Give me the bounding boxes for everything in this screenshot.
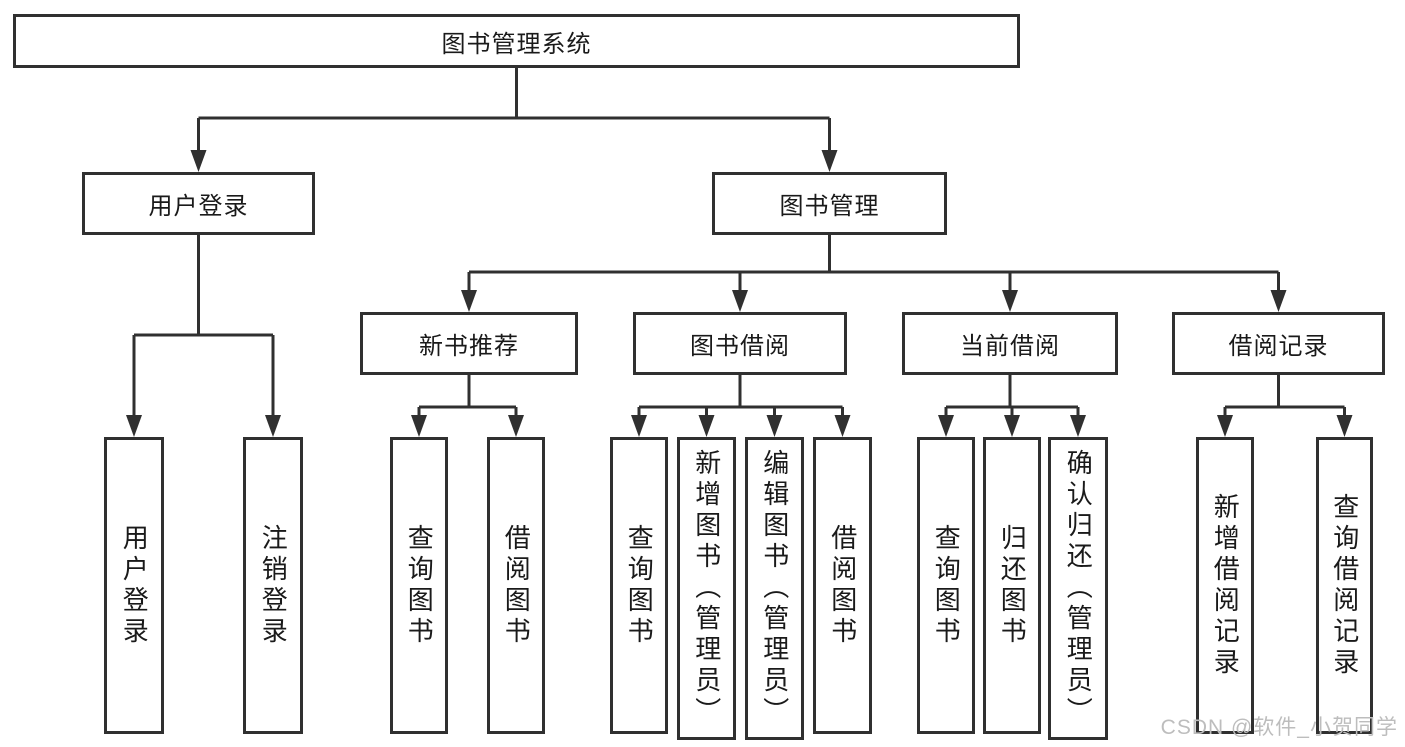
node-borrowing-records: 借阅记录 (1172, 312, 1385, 375)
leaf-add-borrow-record: 新增借阅记录 (1196, 437, 1254, 734)
csdn-watermark: CSDN @软件_小贺同学 (1160, 716, 1398, 739)
leaf-recommend-query-books: 查询图书 (390, 437, 448, 734)
leaf-confirm-return-admin: 确认归还（管理员） (1048, 437, 1108, 740)
connector-root-to-branches (197, 68, 831, 168)
connector-user-login-group (132, 235, 275, 433)
node-book-borrowing: 图书借阅 (633, 312, 847, 375)
leaf-query-borrow-record: 查询借阅记录 (1316, 437, 1373, 734)
node-root-system: 图书管理系统 (13, 14, 1020, 68)
leaf-edit-books-admin: 编辑图书（管理员） (745, 437, 804, 740)
leaf-user-login: 用户登录 (104, 437, 164, 734)
leaf-query-borrow-record-label: 查询借阅记录 (1329, 492, 1360, 679)
leaf-current-query-books: 查询图书 (917, 437, 975, 734)
leaf-add-books-admin: 新增图书（管理员） (677, 437, 736, 740)
leaf-logout-label: 注销登录 (258, 523, 289, 648)
leaf-add-books-admin-label: 新增图书（管理员） (691, 449, 722, 728)
leaf-current-query-books-label: 查询图书 (931, 523, 962, 648)
leaf-recommend-borrow-books-label: 借阅图书 (501, 523, 532, 648)
connector-book-borrowing-group (637, 375, 844, 433)
connector-book-management-group (467, 235, 1280, 308)
leaf-logout: 注销登录 (243, 437, 303, 734)
leaf-recommend-borrow-books: 借阅图书 (487, 437, 545, 734)
leaf-borrowing-query-books-label: 查询图书 (624, 523, 655, 648)
node-current-borrowing: 当前借阅 (902, 312, 1118, 375)
node-user-login-branch: 用户登录 (82, 172, 315, 235)
node-book-management-branch: 图书管理 (712, 172, 947, 235)
leaf-confirm-return-admin-label: 确认归还（管理员） (1063, 449, 1094, 728)
leaf-borrowing-borrow-books-label: 借阅图书 (827, 523, 858, 648)
node-new-book-recommend: 新书推荐 (360, 312, 578, 375)
connector-borrowing-records-group (1223, 375, 1346, 433)
leaf-borrowing-query-books: 查询图书 (610, 437, 668, 734)
leaf-recommend-query-books-label: 查询图书 (404, 523, 435, 648)
leaf-edit-books-admin-label: 编辑图书（管理员） (759, 449, 790, 728)
leaf-return-books-label: 归还图书 (997, 523, 1028, 648)
leaf-return-books: 归还图书 (983, 437, 1041, 734)
connector-new-book-recommend-group (417, 375, 518, 433)
leaf-add-borrow-record-label: 新增借阅记录 (1210, 492, 1241, 679)
leaf-borrowing-borrow-books: 借阅图书 (813, 437, 872, 734)
leaf-user-login-label: 用户登录 (119, 523, 150, 648)
arrowheads (126, 150, 1353, 437)
